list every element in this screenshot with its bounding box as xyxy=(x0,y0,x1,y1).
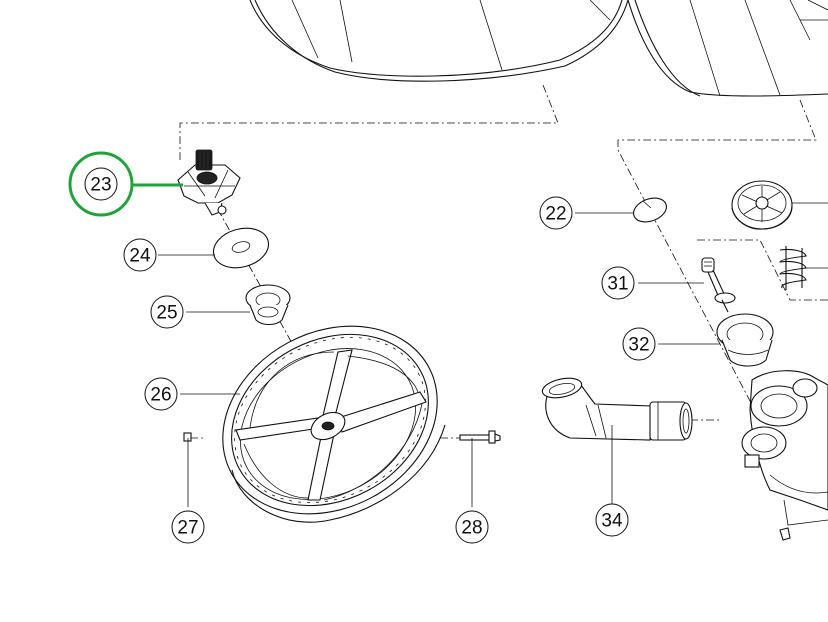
part-31[interactable] xyxy=(701,257,736,313)
part-27[interactable] xyxy=(183,432,192,442)
callout-label: 27 xyxy=(177,518,198,539)
callout-label: 31 xyxy=(607,274,628,295)
part-26[interactable] xyxy=(190,290,470,551)
callout-circle xyxy=(84,167,118,201)
pump-body[interactable] xyxy=(741,370,828,541)
callout-31[interactable]: 31 xyxy=(601,266,635,300)
callout-label: 25 xyxy=(156,303,177,324)
part-23[interactable] xyxy=(177,149,241,216)
callout-26[interactable]: 26 xyxy=(144,377,178,411)
callout-circle xyxy=(123,238,157,272)
callout-32[interactable]: 32 xyxy=(622,327,656,361)
callout-circle xyxy=(455,510,489,544)
leader-lines xyxy=(158,202,828,507)
part-32[interactable] xyxy=(716,313,774,367)
callout-label: 26 xyxy=(150,385,171,406)
callout-label: 28 xyxy=(461,518,482,539)
callout-24[interactable]: 24 xyxy=(123,238,157,272)
callout-label: 23 xyxy=(90,175,111,196)
callout-circle xyxy=(144,377,178,411)
callout-27[interactable]: 27 xyxy=(171,510,205,544)
callout-circle xyxy=(150,295,184,329)
part-34[interactable] xyxy=(541,375,693,441)
callout-23[interactable]: 23 xyxy=(84,167,118,201)
valve-knob[interactable] xyxy=(731,180,793,230)
callout-circle xyxy=(539,196,573,230)
spring[interactable] xyxy=(779,246,807,290)
callout-22[interactable]: 22 xyxy=(539,196,573,230)
callout-circle xyxy=(595,503,629,537)
highlight-ring xyxy=(68,151,134,217)
callouts: 23 24 25 26 27 28 22 31 32 34 xyxy=(84,167,656,544)
callout-circle xyxy=(601,266,635,300)
callout-label: 34 xyxy=(601,511,623,532)
part-28[interactable] xyxy=(459,430,501,444)
callout-circle xyxy=(171,510,205,544)
callout-25[interactable]: 25 xyxy=(150,295,184,329)
part-24[interactable] xyxy=(209,222,273,273)
part-22[interactable] xyxy=(630,194,669,226)
callout-label: 24 xyxy=(129,246,151,267)
part-25[interactable] xyxy=(245,284,291,326)
callout-34[interactable]: 34 xyxy=(595,503,629,537)
callout-label: 32 xyxy=(628,335,649,356)
callout-circle xyxy=(622,327,656,361)
tank-housing xyxy=(249,0,828,97)
callout-28[interactable]: 28 xyxy=(455,510,489,544)
callout-label: 22 xyxy=(545,204,566,225)
